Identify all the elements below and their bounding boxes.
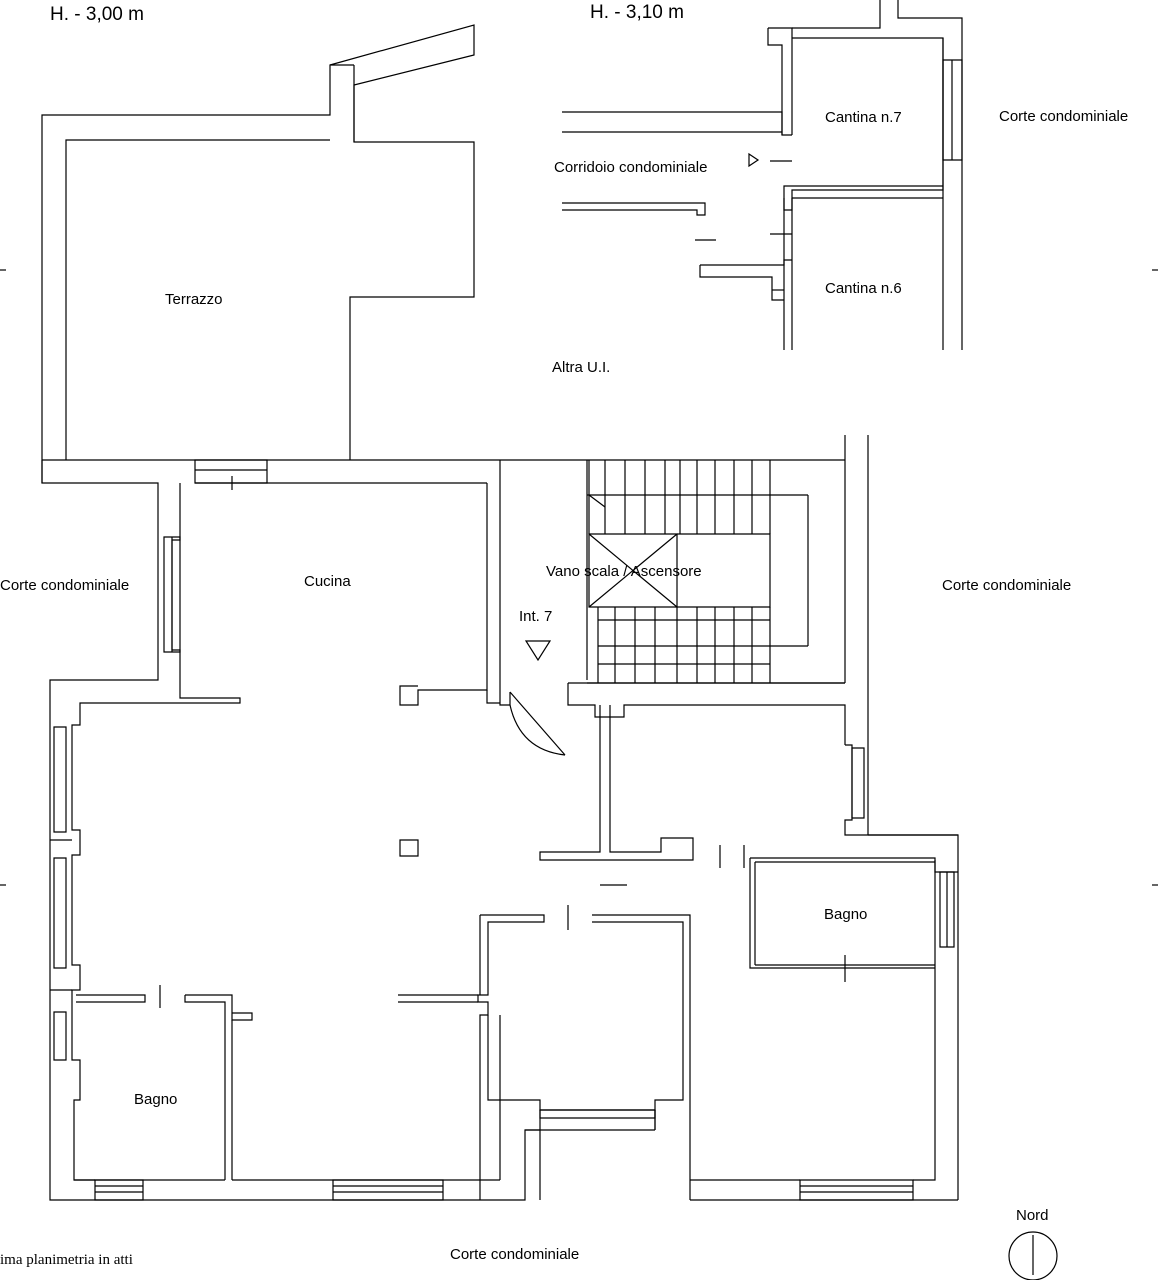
room-label-int-7: Int. 7 xyxy=(519,608,553,625)
partitions xyxy=(74,705,958,1200)
bottom-windows xyxy=(95,1180,958,1200)
height-label-right: H. - 3,10 m xyxy=(590,2,684,23)
footer-note: ima planimetria in atti xyxy=(0,1252,133,1268)
terrazzo-walls xyxy=(42,25,474,460)
courtyard-label-right: Corte condominiale xyxy=(942,577,1072,594)
stair-treads-top xyxy=(605,460,770,534)
room-label-cantina-7: Cantina n.7 xyxy=(825,109,902,126)
north-arrow-icon xyxy=(1009,1232,1057,1280)
room-label-vano-scala: Vano scala / Ascensore xyxy=(546,563,702,580)
room-label-bagno-right: Bagno xyxy=(824,906,868,923)
room-label-cucina: Cucina xyxy=(304,573,351,590)
north-label: Nord xyxy=(1016,1207,1049,1224)
courtyard-label-left: Corte condominiale xyxy=(0,577,130,594)
room-label-terrazzo: Terrazzo xyxy=(165,291,223,308)
room-label-corridoio: Corridoio condominiale xyxy=(554,159,708,176)
room-label-cantina-6: Cantina n.6 xyxy=(825,280,902,297)
room-label-bagno-left: Bagno xyxy=(134,1091,178,1108)
entrance-door xyxy=(510,692,565,755)
cantine-walls xyxy=(562,0,962,350)
height-label-left: H. - 3,00 m xyxy=(50,4,144,25)
courtyard-label-bottom: Corte condominiale xyxy=(450,1246,580,1263)
stair-treads-bottom xyxy=(615,607,770,683)
room-label-altra-ui: Altra U.I. xyxy=(552,359,611,376)
courtyard-label-top-right: Corte condominiale xyxy=(999,108,1129,125)
stairwell xyxy=(526,460,845,683)
